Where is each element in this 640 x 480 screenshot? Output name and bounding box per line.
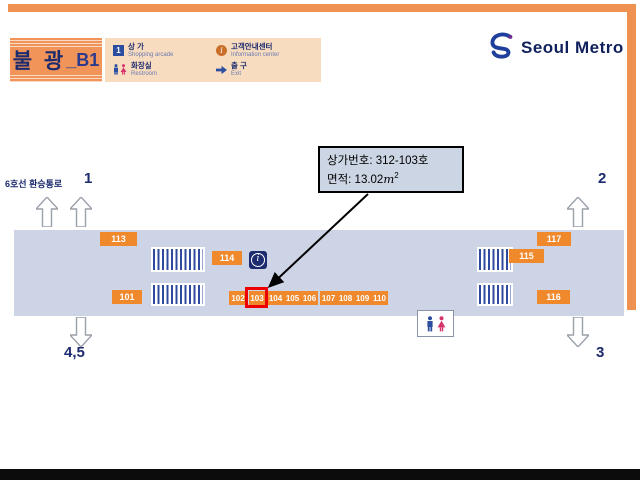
stairs-icon xyxy=(151,247,205,272)
shop-109: 109 xyxy=(354,291,371,305)
info-center-icon: i xyxy=(249,251,267,269)
line6-transfer-label: 6호선 환승통로 xyxy=(5,179,63,189)
legend-label-kr: 상 가 xyxy=(128,41,144,51)
legend-item-shop: 1 상 가 Shopping arcade xyxy=(113,41,210,60)
callout-pointer-arrow xyxy=(267,193,369,289)
station-level: _B1 xyxy=(66,49,100,70)
shop-106: 106 xyxy=(301,291,318,305)
legend-label-en: Shopping arcade xyxy=(128,51,174,58)
highlight-box-shop-103 xyxy=(245,287,268,308)
legend-label-kr: 출 구 xyxy=(231,60,247,70)
shop-107: 107 xyxy=(320,291,337,305)
shop-116: 116 xyxy=(537,290,570,304)
station-title-box: 불 광 _B1 xyxy=(10,38,102,82)
legend-item-restroom: 화장실 Restroom xyxy=(113,60,210,79)
shop-108: 108 xyxy=(337,291,354,305)
stairs-icon xyxy=(477,283,513,306)
exit-number-4-5: 4,5 xyxy=(64,344,85,361)
logo-text: Seoul Metro xyxy=(521,37,624,57)
stairs-icon xyxy=(151,283,205,306)
seoul-metro-logo: Seoul Metro xyxy=(487,31,624,64)
shop-101: 101 xyxy=(112,290,142,304)
info-icon: i xyxy=(216,45,227,56)
shop-117: 117 xyxy=(537,232,571,246)
legend-item-info: i 고객안내센터 Information center xyxy=(216,41,313,60)
right-accent-bar xyxy=(627,4,636,310)
shop-104: 104 xyxy=(267,291,284,305)
legend: 1 상 가 Shopping arcade i 고객안내센터 Informati… xyxy=(105,38,321,82)
exit-up-arrow-icon xyxy=(36,197,58,227)
shop-102: 102 xyxy=(229,291,247,305)
station-name: 불 광 xyxy=(12,50,67,73)
legend-label-en: Restroom xyxy=(131,70,158,77)
shop-number-icon: 1 xyxy=(113,45,124,56)
legend-label-kr: 화장실 xyxy=(131,60,152,70)
legend-label-en: Exit xyxy=(231,70,242,77)
restroom-icon xyxy=(417,310,454,337)
shop-115: 115 xyxy=(509,249,544,263)
exit-down-arrow-icon xyxy=(70,317,92,347)
legend-item-exit: 출 구 Exit xyxy=(216,60,313,79)
exit-number-3: 3 xyxy=(596,344,605,361)
exit-number-2: 2 xyxy=(598,170,607,187)
exit-up-arrow-icon xyxy=(567,197,589,227)
legend-label-en: Information center xyxy=(231,51,280,58)
exit-number-1: 1 xyxy=(84,170,93,187)
callout-shop-number: 상가번호: 312-103호 xyxy=(327,155,429,167)
shop-110: 110 xyxy=(371,291,388,305)
exit-down-arrow-icon xyxy=(567,317,589,347)
shop-113: 113 xyxy=(100,232,137,246)
exit-icon xyxy=(216,64,227,75)
top-accent-bar xyxy=(8,4,633,12)
shop-103: 103 xyxy=(249,291,265,305)
seoul-metro-logo-icon xyxy=(487,31,515,64)
shop-info-callout: 상가번호: 312-103호 면적: 13.02m2 xyxy=(318,146,464,193)
exit-up-arrow-icon xyxy=(70,197,92,227)
callout-area: 면적: 13.02m2 xyxy=(327,170,399,186)
shop-114: 114 xyxy=(212,251,242,265)
legend-label-kr: 고객안내센터 xyxy=(231,41,273,51)
shop-105: 105 xyxy=(284,291,301,305)
bottom-black-bar xyxy=(0,469,640,480)
stairs-icon xyxy=(477,247,513,272)
restroom-icon xyxy=(113,64,127,75)
